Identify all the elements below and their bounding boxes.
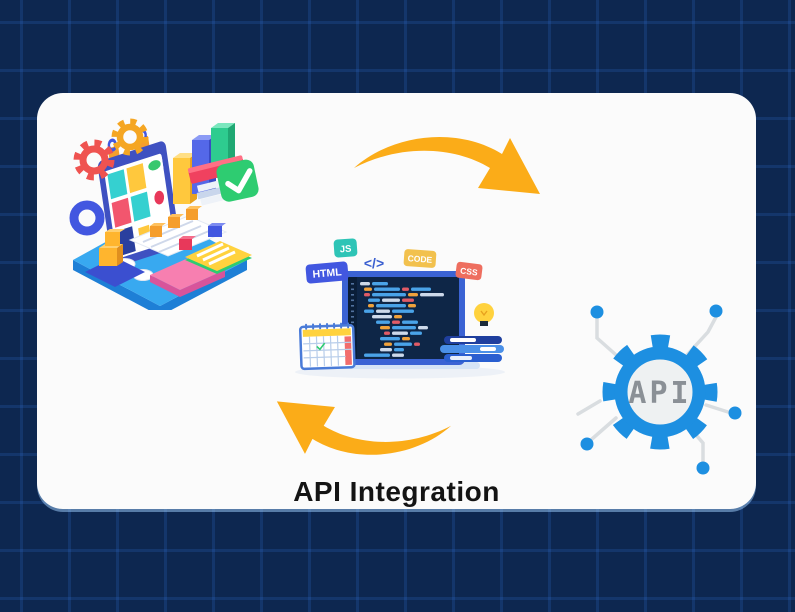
code-glyph-icon: </>: [364, 255, 384, 271]
ring-icon: [69, 200, 105, 236]
svg-text:JS: JS: [339, 244, 351, 256]
arrow-right-icon: [354, 137, 540, 194]
bar-chart: [173, 123, 235, 204]
badge-js: JS: [333, 238, 358, 258]
striped-card: [185, 241, 252, 274]
pedestal: [85, 229, 145, 287]
calendar-icon: [298, 322, 356, 371]
svg-text:CODE: CODE: [407, 253, 433, 265]
check-badge: [216, 159, 259, 202]
svg-text:HTML: HTML: [312, 266, 343, 281]
badge-css: CSS: [455, 261, 483, 281]
badge-code: CODE: [403, 249, 437, 268]
api-gear-icon: API: [602, 334, 718, 450]
notepad: [128, 206, 228, 257]
code-lines: [360, 282, 444, 357]
lightbulb-icon: [474, 303, 494, 326]
svg-text:CSS: CSS: [460, 265, 479, 277]
badge-html: HTML: [305, 261, 349, 284]
network-nodes: [580, 304, 742, 475]
caption-title: API Integration: [293, 476, 500, 507]
books-pile: [440, 336, 504, 362]
svg-text:API: API: [628, 376, 691, 411]
gear-icon-red: [73, 139, 115, 181]
api-network-icon: API: [576, 304, 742, 475]
workspace-illustration: [69, 118, 259, 310]
gear-icon-yellow: [111, 118, 149, 156]
code-editor-illustration: JS HTML </> CODE CSS: [295, 238, 505, 379]
monitor: [330, 271, 480, 369]
blocks: [150, 206, 226, 250]
arrow-left-icon: [276, 401, 452, 455]
